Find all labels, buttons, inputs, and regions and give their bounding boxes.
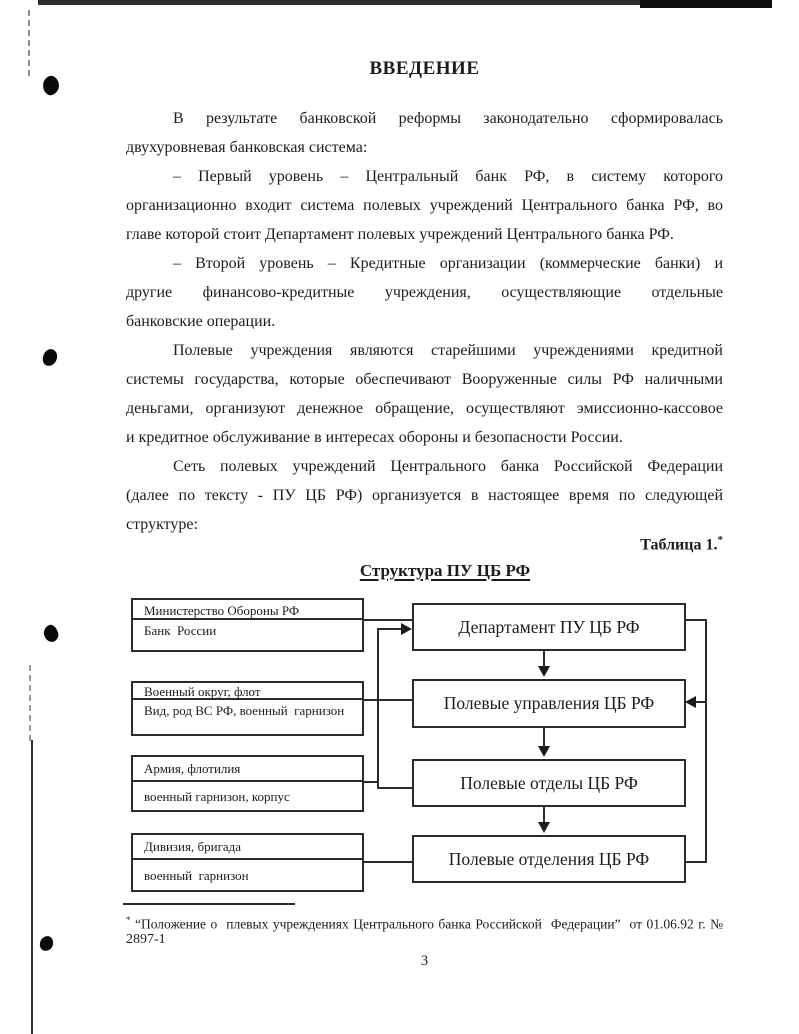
body-line: структуре: <box>126 516 198 533</box>
box-text: Министерство Обороны РФ <box>133 600 362 620</box>
connector-line <box>543 728 545 748</box>
box-text: Банк России <box>144 623 217 638</box>
connector-line <box>705 619 707 863</box>
connector-line <box>364 861 412 863</box>
body-line: двухуровневая банковская система: <box>126 139 368 156</box>
arrow-right-icon <box>401 623 412 635</box>
connector-line <box>377 787 413 789</box>
table-label-text: Таблица 1. <box>640 536 718 554</box>
box-text: военный гарнизон, корпус <box>144 789 290 804</box>
footnote-text: “Положение о плевых учреждениях Централь… <box>130 916 723 932</box>
diagram-box-division: Дивизия, бригада военный гарнизон <box>131 833 364 892</box>
footnote-line: 2897-1 <box>126 932 166 947</box>
ink-blob <box>38 934 55 953</box>
scan-margin-line <box>31 740 33 1034</box>
diagram-box-field-directorates: Полевые управления ЦБ РФ <box>412 679 686 728</box>
page-title: ВВЕДЕНИЕ <box>369 58 480 79</box>
arrow-down-icon <box>538 822 550 833</box>
body-line: В результате банковской реформы законода… <box>173 110 723 127</box>
body-line: главе которой стоит Департамент полевых … <box>126 226 674 243</box>
table-label: Таблица 1.* <box>126 534 723 554</box>
diagram-box-ministry: Министерство Обороны РФ Банк России <box>131 598 364 652</box>
arrow-down-icon <box>538 746 550 757</box>
ink-blob <box>41 348 59 367</box>
body-line: системы государства, которые обеспечиваю… <box>126 371 723 388</box>
body-line: – Первый уровень – Центральный банк РФ, … <box>173 168 723 185</box>
box-text: военный гарнизон <box>144 868 249 883</box>
box-text: Армия, флотилия <box>133 757 362 782</box>
ink-blob <box>40 74 62 97</box>
body-line: Сеть полевых учреждений Центрального бан… <box>173 458 723 475</box>
body-line: организационно входит система полевых уч… <box>126 197 723 214</box>
body-line: деньгами, организуют денежное обращение,… <box>126 400 723 417</box>
body-line: Полевые учреждения являются старейшими у… <box>173 342 723 359</box>
connector-line <box>686 619 707 621</box>
body-text: В результате банковской реформы законода… <box>126 104 723 539</box>
connector-line <box>543 651 545 668</box>
ink-blob <box>41 623 61 644</box>
connector-line <box>364 699 412 701</box>
connector-line <box>364 781 379 783</box>
connector-line <box>695 701 707 703</box>
diagram-box-field-branches: Полевые отделения ЦБ РФ <box>412 835 686 883</box>
body-line: банковские операции. <box>126 313 276 330</box>
diagram-box-field-sections: Полевые отделы ЦБ РФ <box>412 759 686 807</box>
footnote-mark: * <box>717 534 724 546</box>
body-line: и кредитное обслуживание в интересах обо… <box>126 429 623 446</box>
connector-line <box>686 861 707 863</box>
connector-line <box>377 628 379 789</box>
connector-line <box>378 628 404 630</box>
body-line: – Второй уровень – Кредитные организации… <box>173 255 723 272</box>
body-line: другие финансово-кредитные учреждения, о… <box>126 284 723 301</box>
connector-line <box>543 807 545 824</box>
scan-edge-bar <box>38 0 772 5</box>
arrow-left-icon <box>685 696 696 708</box>
footnote-mark: * <box>126 915 131 925</box>
footnote-line: * “Положение о плевых учреждениях Центра… <box>126 909 723 936</box>
scan-dashed-line-top <box>28 10 30 76</box>
scan-edge-bar-dark <box>640 0 772 8</box>
box-text: Вид, род ВС РФ, военный гарнизон <box>144 703 345 718</box>
box-text: Дивизия, бригада <box>133 835 362 860</box>
diagram-heading: Структура ПУ ЦБ РФ <box>359 561 531 580</box>
page-number: 3 <box>420 953 429 969</box>
diagram-box-department: Департамент ПУ ЦБ РФ <box>412 603 686 651</box>
box-text: Военный округ, флот <box>133 683 362 700</box>
connector-line <box>364 619 412 621</box>
diagram-box-army: Армия, флотилия военный гарнизон, корпус <box>131 755 364 812</box>
diagram-box-military-district: Военный округ, флот Вид, род ВС РФ, воен… <box>131 681 364 736</box>
arrow-down-icon <box>538 666 550 677</box>
footnote-rule <box>123 903 295 905</box>
scan-dashed-line-mid <box>29 665 31 741</box>
body-line: (далее по тексту - ПУ ЦБ РФ) организуетс… <box>126 487 723 504</box>
